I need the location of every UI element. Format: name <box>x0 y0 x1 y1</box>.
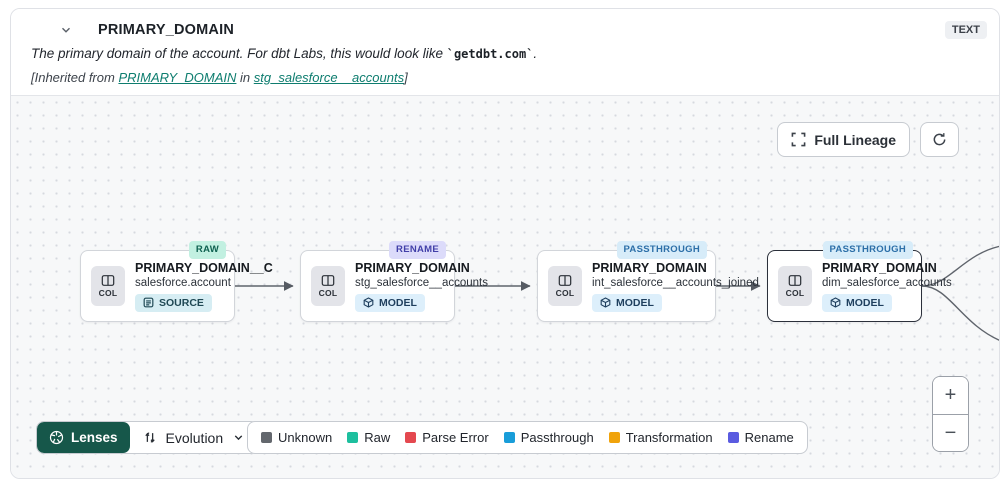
legend-label: Rename <box>744 430 794 445</box>
inherited-prefix: [Inherited from <box>31 70 119 85</box>
inherited-model-link[interactable]: stg_salesforce__accounts <box>253 70 405 85</box>
legend-label: Raw <box>364 430 391 445</box>
inherited-middle: in <box>236 70 254 85</box>
chevron-down-icon[interactable] <box>59 23 73 37</box>
col-chip-label: COL <box>318 288 338 298</box>
description-text: The primary domain of the account. For d… <box>31 46 447 61</box>
legend-item: Raw <box>347 430 390 445</box>
lenses-button[interactable]: Lenses <box>37 422 130 453</box>
column-book-icon <box>788 275 802 286</box>
col-chip-label: COL <box>98 288 118 298</box>
resource-badge: MODEL <box>822 293 892 312</box>
node-subtitle: salesforce.account <box>135 276 231 289</box>
zoom-in-button[interactable]: + <box>933 377 968 414</box>
legend-swatch-raw <box>347 432 359 443</box>
column-description: The primary domain of the account. For d… <box>31 46 987 61</box>
lens-selected-value: Evolution <box>165 429 224 446</box>
resource-badge: SOURCE <box>135 293 212 312</box>
evolution-tag: PASSTHROUGH <box>822 241 913 259</box>
column-book-icon <box>558 275 572 286</box>
resource-badge: MODEL <box>355 293 425 312</box>
legend-swatch-rename <box>727 432 739 443</box>
node-title: PRIMARY_DOMAIN <box>592 260 707 275</box>
col-chip-label: COL <box>555 288 575 298</box>
legend-item: Unknown <box>261 430 332 445</box>
expand-icon <box>791 132 806 147</box>
lineage-canvas[interactable]: Full Lineage RAW COL PRIMARY_DOMAIN__C s… <box>11 96 999 478</box>
column-book-icon <box>101 275 115 286</box>
inherited-suffix: ] <box>404 70 408 85</box>
legend-item: Parse Error <box>405 430 489 445</box>
resource-label: MODEL <box>616 296 654 309</box>
inherited-column-link[interactable]: PRIMARY_DOMAIN <box>118 70 237 85</box>
node-title: PRIMARY_DOMAIN <box>355 260 470 275</box>
column-header: PRIMARY_DOMAIN TEXT The primary domain o… <box>11 9 999 96</box>
legend-swatch-parse-error <box>405 432 417 443</box>
lineage-node-staging[interactable]: RENAME COL PRIMARY_DOMAIN stg_salesforce… <box>300 241 488 322</box>
model-cube-icon <box>830 297 841 308</box>
node-subtitle: int_salesforce__accounts_joined <box>592 276 759 289</box>
lens-dropdown[interactable]: Evolution <box>130 422 259 453</box>
column-book-icon <box>321 275 335 286</box>
column-type-badge: TEXT <box>944 21 987 39</box>
node-subtitle: stg_salesforce__accounts <box>355 276 488 289</box>
column-chip: COL <box>91 266 125 306</box>
description-code: `getdbt.com` <box>446 47 534 61</box>
col-chip-label: COL <box>785 288 805 298</box>
legend-label: Unknown <box>278 430 333 445</box>
node-subtitle: dim_salesforce_accounts <box>822 276 952 289</box>
legend-label: Transformation <box>625 430 713 445</box>
resource-label: SOURCE <box>159 296 204 309</box>
legend-swatch-transformation <box>608 432 620 443</box>
zoom-controls: + − <box>932 376 969 452</box>
legend-swatch-unknown <box>261 432 272 443</box>
lineage-node-dim-selected[interactable]: PASSTHROUGH COL PRIMARY_DOMAIN dim_sales… <box>767 241 952 322</box>
lens-aperture-icon <box>49 430 64 445</box>
evolution-tag: PASSTHROUGH <box>616 241 707 259</box>
lineage-node-intermediate[interactable]: PASSTHROUGH COL PRIMARY_DOMAIN int_sales… <box>537 241 759 322</box>
evolution-route-icon <box>144 432 155 443</box>
evolution-tag: RAW <box>188 241 226 259</box>
legend-swatch-passthrough <box>503 432 515 443</box>
node-title: PRIMARY_DOMAIN <box>822 260 937 275</box>
model-cube-icon <box>363 297 374 308</box>
full-lineage-label: Full Lineage <box>814 131 896 148</box>
node-title: PRIMARY_DOMAIN__C <box>135 260 273 275</box>
lineage-node-source[interactable]: RAW COL PRIMARY_DOMAIN__C salesforce.acc… <box>80 241 273 322</box>
refresh-button[interactable] <box>920 122 959 157</box>
column-chip: COL <box>778 266 812 306</box>
chevron-down-icon <box>234 435 243 441</box>
lens-controls: Lenses Evolution <box>36 421 260 454</box>
model-cube-icon <box>600 297 611 308</box>
full-lineage-button[interactable]: Full Lineage <box>777 122 910 157</box>
source-icon <box>143 297 154 308</box>
evolution-legend: Unknown Raw Parse Error Passthrough Tran… <box>247 421 808 454</box>
resource-label: MODEL <box>846 296 884 309</box>
evolution-tag: RENAME <box>389 241 446 259</box>
description-suffix: . <box>533 46 538 61</box>
column-title: PRIMARY_DOMAIN <box>98 22 234 38</box>
resource-badge: MODEL <box>592 293 662 312</box>
column-chip: COL <box>311 266 345 306</box>
inherited-note: [Inherited from PRIMARY_DOMAIN in stg_sa… <box>31 70 987 85</box>
resource-label: MODEL <box>379 296 417 309</box>
zoom-out-button[interactable]: − <box>933 414 968 451</box>
refresh-icon <box>933 133 946 146</box>
lenses-label: Lenses <box>71 430 118 445</box>
legend-label: Passthrough <box>520 430 594 445</box>
column-lineage-panel: PRIMARY_DOMAIN TEXT The primary domain o… <box>10 8 1000 479</box>
legend-item: Passthrough <box>503 430 594 445</box>
legend-item: Rename <box>727 430 794 445</box>
column-chip: COL <box>548 266 582 306</box>
legend-label: Parse Error <box>422 430 489 445</box>
legend-item: Transformation <box>608 430 713 445</box>
